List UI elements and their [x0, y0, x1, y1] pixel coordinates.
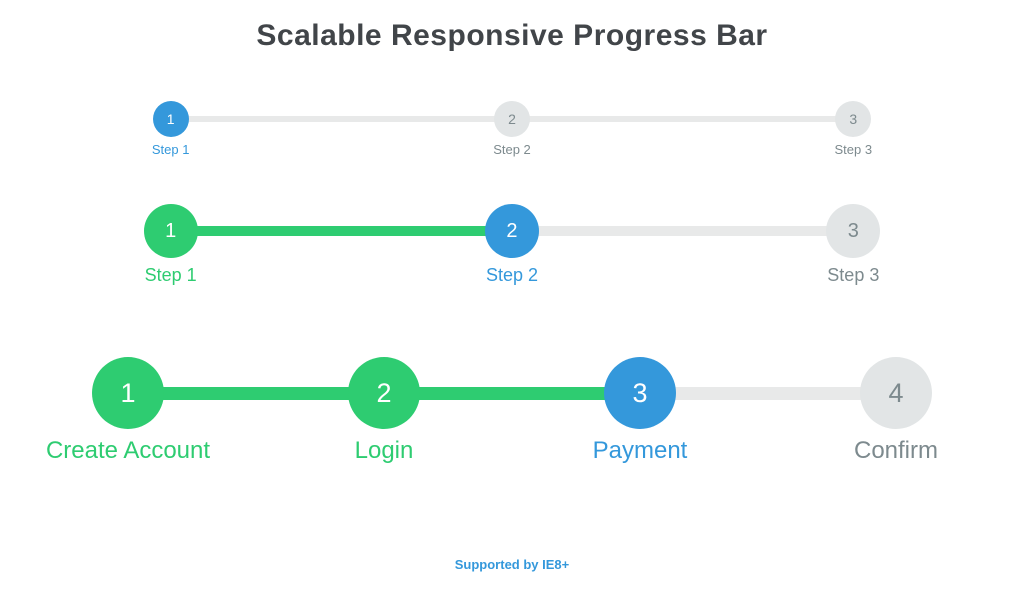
- progress-step: 3 Payment: [384, 357, 768, 465]
- step-circle: 1: [143, 204, 198, 258]
- step-circle: 1: [92, 357, 164, 429]
- step-circle: 4: [860, 357, 932, 429]
- progress-step: 4 Confirm: [640, 357, 1024, 465]
- step-label: Step 1: [151, 142, 190, 157]
- progress-step: 2 Step 2: [170, 204, 682, 286]
- progressbar-medium: 1 Step 1 2 Step 2 3 Step 3: [0, 204, 1024, 286]
- step-circle: 2: [348, 357, 420, 429]
- progress-step: 3 Step 3: [512, 204, 1024, 286]
- step-connector: [384, 387, 640, 400]
- step-circle: 3: [604, 357, 676, 429]
- step-label: Step 2: [485, 265, 539, 285]
- progress-step: 1 Step 1: [0, 101, 341, 157]
- step-label: Confirm: [853, 437, 938, 464]
- step-circle: 1: [152, 101, 189, 137]
- step-label: Step 2: [493, 142, 531, 157]
- step-circle: 3: [826, 204, 881, 258]
- step-label: Login: [354, 437, 414, 464]
- progressbar-large: 1 Create Account 2 Login 3 Payment 4 Con…: [0, 357, 1024, 465]
- progress-step: 1 Create Account: [0, 357, 256, 465]
- progress-step: 2 Login: [128, 357, 512, 465]
- step-connector: [512, 226, 854, 236]
- step-connector: [128, 387, 384, 400]
- footer-note: Supported by IE8+: [454, 557, 570, 572]
- step-connector: [170, 226, 512, 236]
- step-label: Step 3: [834, 142, 873, 157]
- step-label: Payment: [592, 437, 688, 464]
- step-label: Create Account: [45, 437, 211, 464]
- step-label: Step 1: [144, 265, 197, 285]
- step-label: Step 3: [827, 265, 880, 285]
- step-circle: 2: [493, 101, 530, 137]
- step-connector: [170, 116, 512, 122]
- progress-step: 3 Step 3: [512, 101, 1024, 157]
- step-connector: [512, 116, 854, 122]
- progress-step: 2 Step 2: [170, 101, 682, 157]
- progress-step: 1 Step 1: [0, 204, 341, 286]
- step-circle: 2: [484, 204, 539, 258]
- step-circle: 3: [835, 101, 872, 137]
- progressbar-small: 1 Step 1 2 Step 2 3 Step 3: [0, 101, 1024, 157]
- page-title: Scalable Responsive Progress Bar: [256, 19, 768, 52]
- step-connector: [640, 387, 896, 400]
